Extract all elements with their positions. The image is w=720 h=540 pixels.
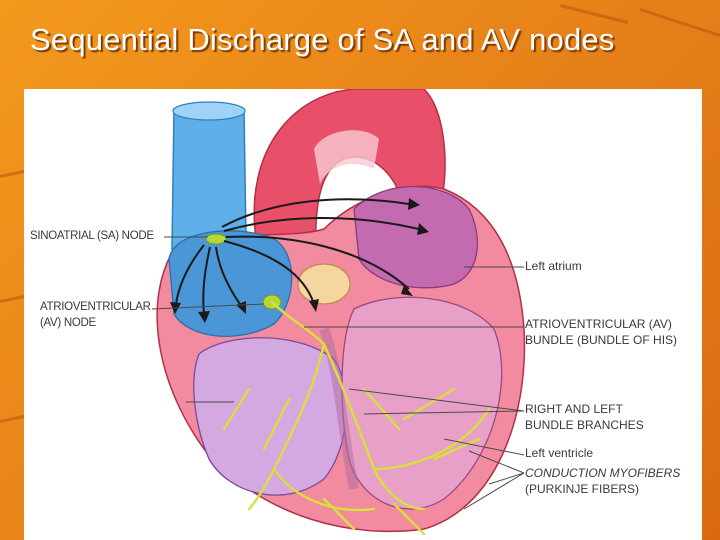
background-stripe [639, 8, 720, 39]
label-left-ventricle: Left ventricle [525, 446, 594, 460]
vena-cava-opening [172, 101, 246, 121]
label-sa-node: SINOATRIAL (SA) NODE [30, 230, 154, 242]
label-av-bundle-line1: ATRIOVENTRICULAR (AV) [525, 317, 672, 331]
label-bundle-branches-line1: RIGHT AND LEFT [525, 402, 623, 416]
label-purkinje-line1: CONDUCTION MYOFIBERS [525, 466, 681, 480]
heart-illustration [151, 89, 526, 536]
left-atrium [353, 185, 479, 289]
right-ventricle [193, 337, 347, 496]
arrow-heads [170, 198, 429, 323]
label-av-node-line2: (AV) NODE [40, 317, 96, 329]
label-av-bundle-line2: BUNDLE (BUNDLE OF HIS) [525, 333, 678, 347]
leader-lines [151, 236, 525, 510]
label-av-node-line1: ATRIOVENTRICULAR [40, 301, 151, 313]
aorta-inner [314, 130, 379, 184]
background-stripe [559, 4, 629, 24]
aortic-valve [297, 263, 351, 305]
septum [319, 327, 359, 490]
heart-conduction-figure: SINOATRIAL (SA) NODE ATRIOVENTRICULAR (A… [24, 89, 702, 540]
label-left-atrium: Left atrium [525, 259, 582, 273]
right-atrium [168, 230, 293, 337]
label-purkinje-line2: (PURKINJE FIBERS) [525, 482, 640, 496]
label-bundle-branches-line2: BUNDLE BRANCHES [525, 418, 644, 432]
sa-node [205, 233, 227, 245]
slide-title: Sequential Discharge of SA and AV nodes [30, 22, 615, 57]
impulse-arrows [175, 198, 420, 315]
conduction-pathway [222, 300, 491, 536]
aorta [253, 89, 446, 261]
